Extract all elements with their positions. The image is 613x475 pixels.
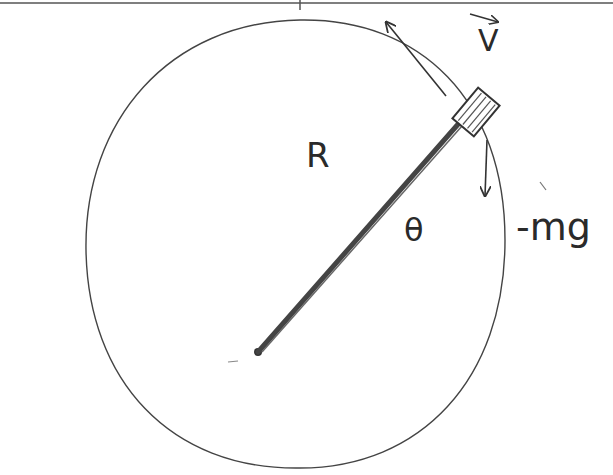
page-rule bbox=[0, 2, 613, 4]
mass-cup bbox=[452, 88, 499, 137]
tick-mark bbox=[228, 361, 238, 362]
tick-mark bbox=[540, 182, 546, 190]
rod bbox=[262, 126, 462, 352]
velocity-label: V bbox=[478, 26, 499, 56]
vector-bar bbox=[470, 14, 498, 22]
weight-label: -mg bbox=[516, 208, 591, 246]
angle-label: θ bbox=[404, 214, 424, 246]
page-rule bbox=[299, 0, 301, 10]
rod bbox=[258, 122, 460, 352]
radius-label: R bbox=[306, 138, 330, 172]
circular-path bbox=[86, 20, 505, 468]
weight-arrow bbox=[485, 140, 487, 196]
velocity-arrow bbox=[386, 22, 446, 96]
